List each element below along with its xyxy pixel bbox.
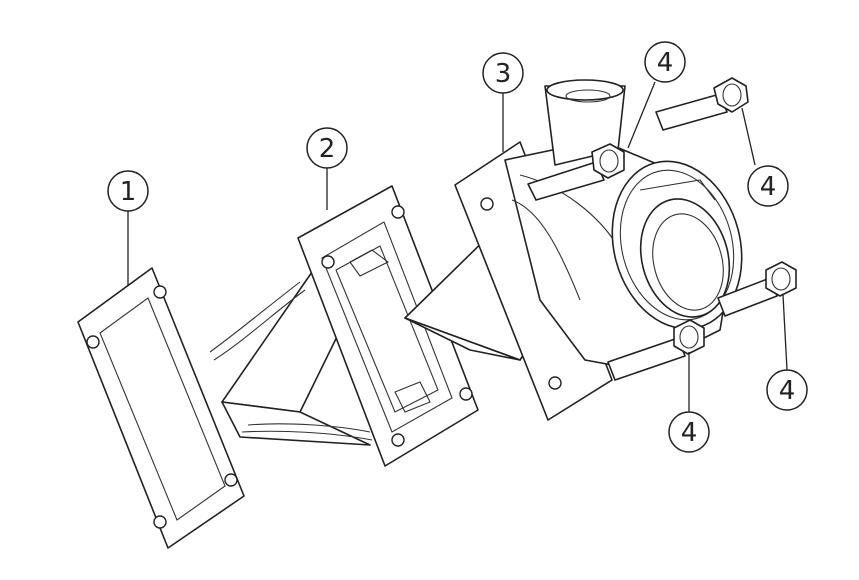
callout-1-label: 1 bbox=[120, 177, 137, 207]
callout-3-label: 3 bbox=[495, 59, 512, 89]
callout-4-right-lower-label: 4 bbox=[779, 376, 796, 406]
gasket-hole-bottom-right bbox=[224, 473, 238, 487]
reed-hole-bottom-right bbox=[459, 387, 473, 401]
callout-4-right-upper-label: 4 bbox=[760, 172, 777, 202]
reed-hole-bottom-left bbox=[391, 433, 405, 447]
callout-4-top: 4 bbox=[644, 41, 686, 83]
callout-4-bottom-label: 4 bbox=[681, 418, 698, 448]
callout-4-right-lower: 4 bbox=[766, 369, 808, 411]
bolt-lower bbox=[607, 319, 705, 381]
reed-hole-top-left bbox=[321, 255, 335, 269]
callout-4-top-label: 4 bbox=[657, 48, 674, 78]
bolt-upper-right bbox=[655, 77, 749, 131]
part-3-intake-manifold bbox=[404, 79, 743, 421]
callout-4-right-upper: 4 bbox=[747, 165, 789, 207]
manifold-hole-top-left bbox=[480, 197, 494, 211]
bolt-right bbox=[717, 261, 797, 317]
callout-4-bottom: 4 bbox=[668, 411, 710, 453]
callout-3: 3 bbox=[482, 52, 524, 94]
reed-hole-top-right bbox=[391, 205, 405, 219]
manifold-hole-bottom-left bbox=[548, 376, 562, 390]
bolt-upper-inner bbox=[527, 143, 625, 201]
gasket-hole-top-left bbox=[86, 335, 100, 349]
callout-2-label: 2 bbox=[319, 134, 336, 164]
gasket-hole-bottom-left bbox=[153, 515, 167, 529]
part-2-reed-valve bbox=[209, 185, 479, 467]
callout-2: 2 bbox=[306, 127, 348, 169]
leader-lines bbox=[127, 81, 788, 412]
callout-1: 1 bbox=[107, 170, 149, 212]
gasket-hole-top-right bbox=[153, 285, 167, 299]
part-1-gasket bbox=[77, 267, 245, 549]
